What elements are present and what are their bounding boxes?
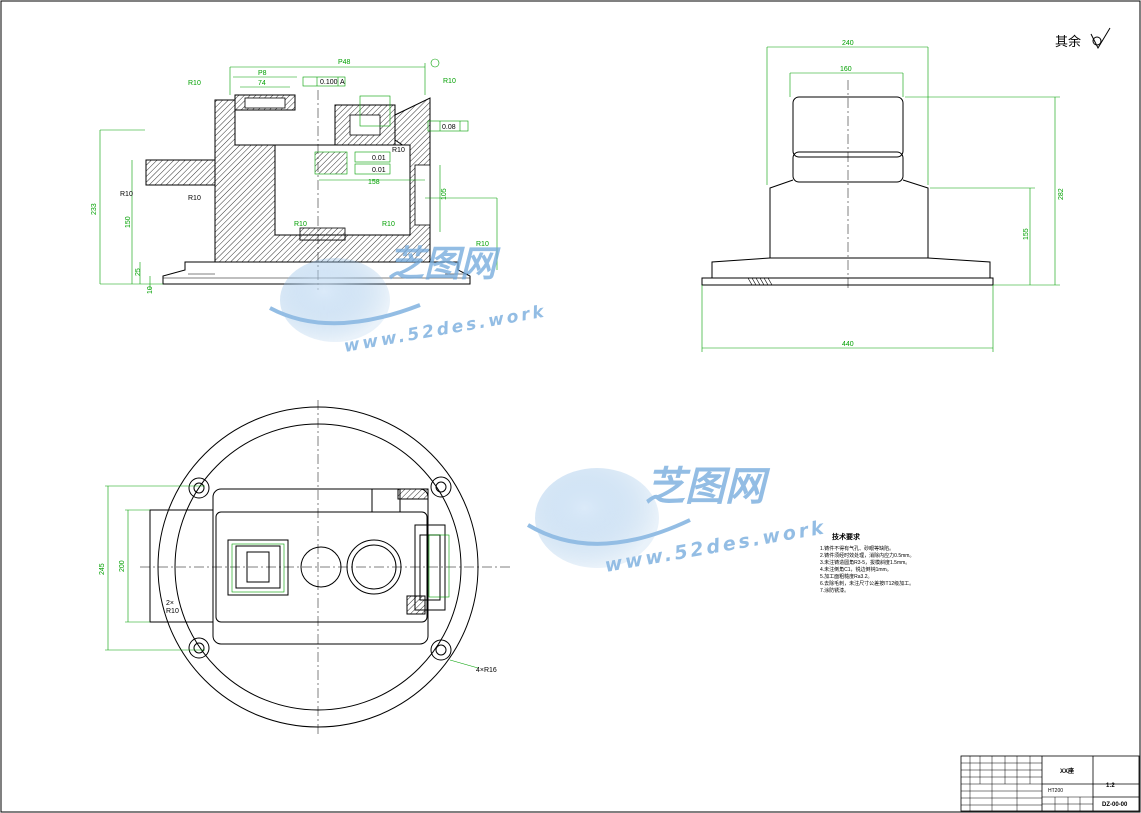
tech-req-item-2: 2.铸件须经时效处理，消除内应力0.5mm。 <box>820 552 914 559</box>
watermark-globe-icon-1 <box>280 258 390 342</box>
dim-height-3: 25 <box>135 268 142 276</box>
dim-height-4: 10 <box>147 286 154 294</box>
tech-req-item-5: 5.加工面粗糙度Ra3.2。 <box>820 573 873 580</box>
title-block-text: XX座 1:2 HT200 DZ-00-00 <box>1048 767 1128 808</box>
dim-sub-width-1: P8 <box>258 70 267 77</box>
dim-side-height: 105 <box>441 188 448 200</box>
roughness-note: 其余 <box>1055 27 1111 50</box>
watermark-globe-icon-2 <box>535 468 659 568</box>
side-dim-top-width: 240 <box>842 40 854 47</box>
side-dim-total-height: 282 <box>1058 188 1065 200</box>
plan-dim-r-side: R10 <box>166 608 179 615</box>
title-block-drawing-no: DZ-00-00 <box>1102 802 1128 808</box>
side-dim-inner-width: 160 <box>840 66 852 73</box>
dim-r-left-1: R10 <box>120 191 133 198</box>
dim-inner-width: 158 <box>368 179 380 186</box>
side-base-hatch <box>747 277 773 286</box>
front-base <box>162 261 471 285</box>
pos-tolerance-1: 0.01 <box>372 155 386 162</box>
side-view-dimensions <box>701 46 1060 352</box>
plan-view-dimension-text: 245 200 2× R10 4×R16 <box>99 560 497 674</box>
front-left-arm <box>145 159 216 186</box>
tech-requirements: 技术要求 1.铸件不得有气孔、砂眼等缺陷。 2.铸件须经时效处理，消除内应力0.… <box>820 532 914 594</box>
dim-top-width: P48 <box>338 59 351 66</box>
dim-right-r: R10 <box>443 78 456 85</box>
bolt-hole-bottom-left-icon <box>188 637 210 659</box>
pos-tolerance-2: 0.01 <box>372 167 386 174</box>
plan-dim-width-outer: 245 <box>99 563 106 575</box>
flatness-datum: A <box>340 79 345 86</box>
bolt-hole-top-right-icon <box>430 476 452 498</box>
dim-r-left-2: R10 <box>188 195 201 202</box>
watermark-brand-2: 芝图网 <box>645 464 771 510</box>
tech-req-item-4: 4.未注倒角C1，锐边倒钝1mm。 <box>820 566 892 573</box>
watermark-2: 芝图网 www.52des.work <box>526 464 828 577</box>
dim-r-inner: R10 <box>392 147 405 154</box>
plan-view-dimensions <box>105 485 479 669</box>
roughness-symbol-icon <box>1090 27 1111 50</box>
flatness-tolerance: 0.100 <box>320 79 338 86</box>
watermark-brand-1: 芝图网 <box>388 244 501 285</box>
bolt-hole-top-left-icon <box>188 477 210 499</box>
tech-requirements-title: 技术要求 <box>832 532 861 541</box>
tech-req-item-1: 1.铸件不得有气孔、砂眼等缺陷。 <box>820 545 894 552</box>
plan-dim-width-inner: 200 <box>119 560 126 572</box>
tech-req-item-3: 3.未注铸造圆角R3-5，拔模斜度1.5mm。 <box>820 559 910 566</box>
title-block-material: HT200 <box>1048 788 1063 794</box>
title-block-scale: 1:2 <box>1106 783 1115 789</box>
dim-r-mid-2: R10 <box>382 221 395 228</box>
perp-tolerance: 0.08 <box>442 124 456 131</box>
roughness-note-text: 其余 <box>1055 34 1081 49</box>
side-dim-mid-height: 155 <box>1023 228 1030 240</box>
front-view-dimension-text: P48 P8 74 0.100 A R10 R10 233 150 25 10 … <box>91 59 489 294</box>
dim-left-r: R10 <box>188 80 201 87</box>
dim-r-mid-1: R10 <box>294 221 307 228</box>
plan-dim-holes: 4×R16 <box>476 667 497 674</box>
tech-req-item-7: 7.涂防锈漆。 <box>820 587 849 594</box>
title-block-part-name: XX座 <box>1060 767 1074 775</box>
dim-height-2: 150 <box>125 216 132 228</box>
dim-total-height: 233 <box>91 203 98 215</box>
dim-sub-width-2: 74 <box>258 80 266 87</box>
front-view-dimensions <box>99 58 498 290</box>
side-view-dimension-text: 240 160 282 155 440 <box>840 40 1065 348</box>
dim-r-bottom: R10 <box>476 241 489 248</box>
bolt-hole-bottom-right-icon <box>430 639 452 661</box>
title-block <box>960 755 1140 812</box>
plan-view <box>140 400 510 735</box>
plan-dim-r-side-2: 2× <box>166 600 174 607</box>
side-view <box>701 80 994 290</box>
tech-req-item-6: 6.去除毛刺，未注尺寸公差按IT12级加工。 <box>820 580 914 587</box>
side-dim-bottom-width: 440 <box>842 341 854 348</box>
